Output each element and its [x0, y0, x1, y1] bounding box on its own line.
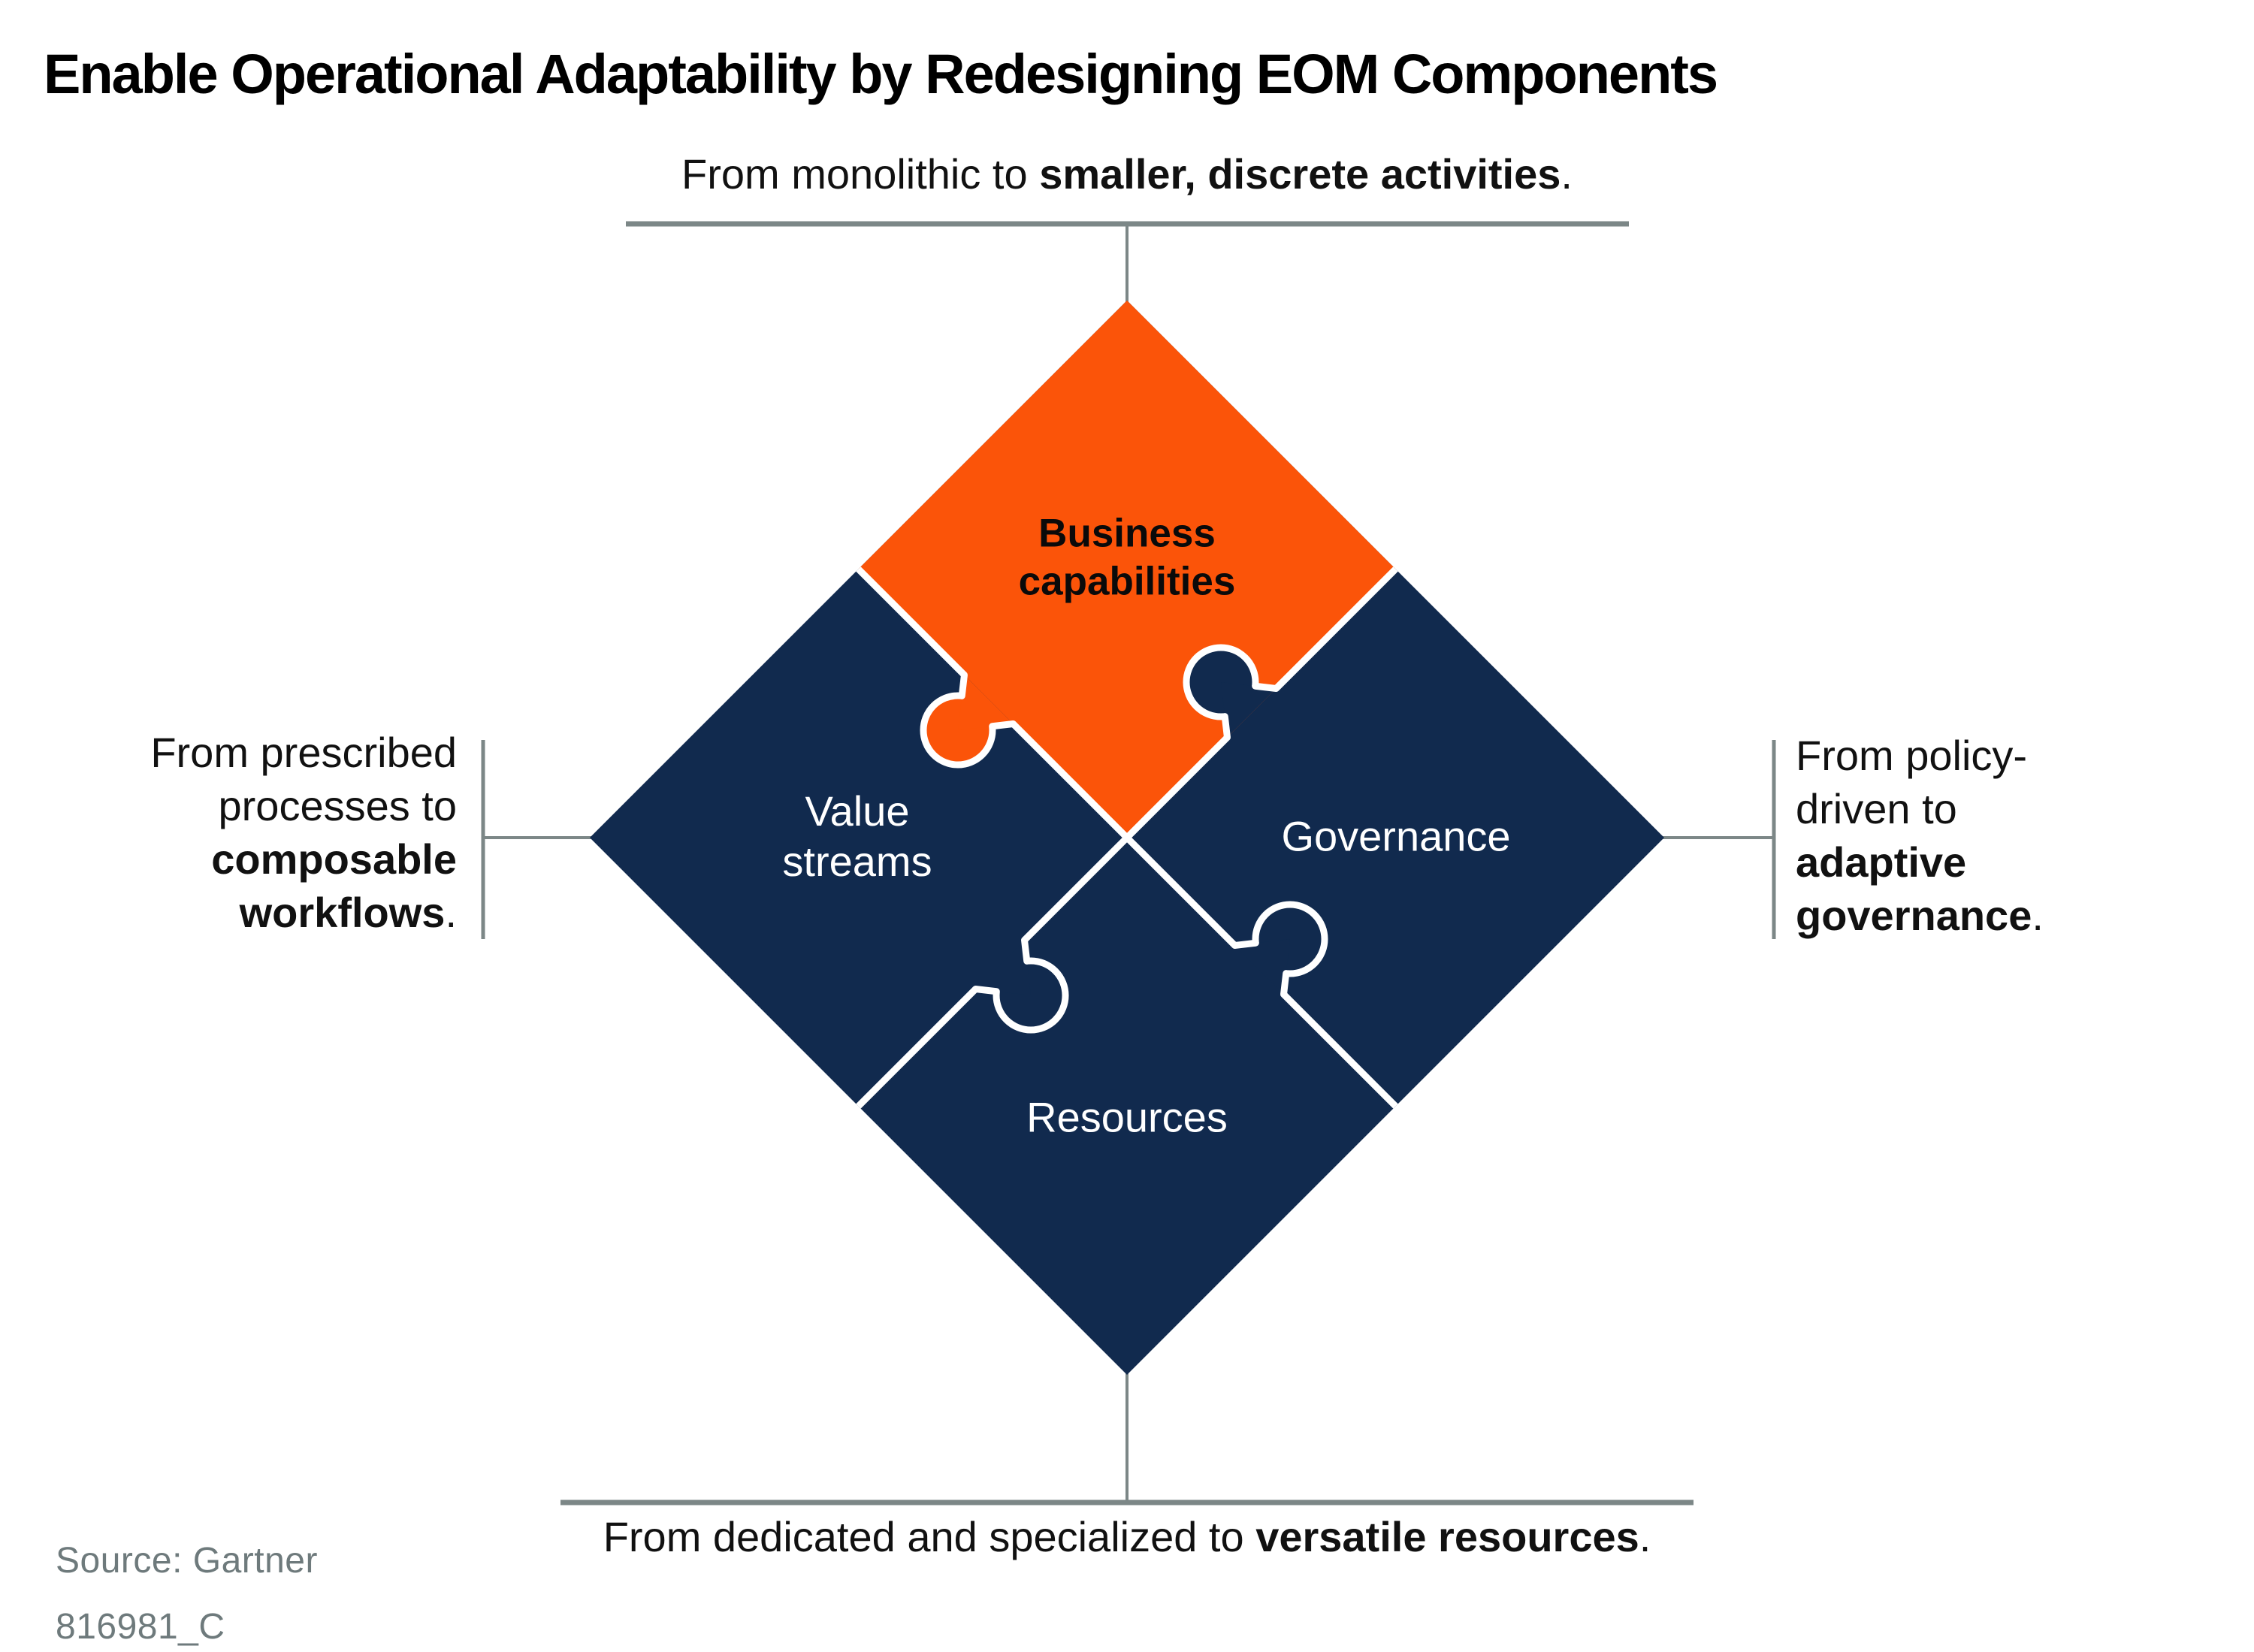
- cut-businesscap-governance-neck-edge: [1221, 713, 1231, 741]
- cut-governance-resources-line: [1124, 835, 1237, 948]
- puzzle-piece-business-capabilities: [858, 301, 1396, 838]
- cut-governance-resources-knob-neck: [1234, 938, 1291, 995]
- cut-businesscap-governance-knob-neck: [1220, 681, 1277, 738]
- page-title: Enable Operational Adaptability by Redes…: [44, 43, 1718, 105]
- caption-text: From policy-driven to: [1796, 731, 2028, 832]
- caption-text: .: [1561, 150, 1573, 198]
- caption-top: From monolithic to smaller, discrete act…: [681, 147, 1573, 201]
- cut-valuestreams-resources-knob-neck: [975, 940, 1032, 996]
- cut-governance-resources-line: [1281, 992, 1398, 1109]
- cut-businesscap-valuestreams-neck-edge: [989, 720, 1017, 730]
- cut-businesscap-governance-line: [1124, 735, 1230, 841]
- cut-businesscap-valuestreams-knob-neck: [957, 675, 1014, 731]
- caption-bottom: From dedicated and specialized to versat…: [603, 1510, 1651, 1563]
- document-id: 816981_C: [56, 1607, 225, 1647]
- cut-businesscap-valuestreams-line: [1011, 721, 1130, 841]
- cut-valuestreams-resources-neck-edge: [1021, 936, 1031, 965]
- caption-text: From dedicated and specialized to: [603, 1513, 1256, 1560]
- caption-text: .: [445, 889, 457, 937]
- cut-valuestreams-resources-line: [1022, 835, 1130, 943]
- cut-governance-resources-neck-edge: [1280, 970, 1290, 998]
- caption-text: From prescribed processes to: [150, 728, 457, 829]
- caption-emphasis: composable workflows: [211, 835, 457, 937]
- caption-emphasis: versatile resources: [1255, 1513, 1639, 1560]
- puzzle-label-business-capabilities: Business capabilities: [1018, 511, 1236, 603]
- puzzle-label-resources: Resources: [1026, 1093, 1228, 1141]
- caption-emphasis: adaptive governance: [1796, 838, 2032, 940]
- cut-valuestreams-resources-neck-edge: [971, 986, 1000, 995]
- puzzle-label-governance: Governance: [1281, 812, 1511, 860]
- caption-text: From monolithic to: [681, 150, 1040, 198]
- caption-left: From prescribed processes to composable …: [117, 726, 457, 939]
- cut-governance-resources-neck-edge: [1231, 939, 1259, 949]
- cut-businesscap-governance-neck-edge: [1252, 682, 1280, 692]
- source-credit: Source: Gartner: [56, 1541, 318, 1581]
- caption-text: .: [1639, 1513, 1651, 1560]
- puzzle-label-value-streams: Value streams: [782, 787, 932, 885]
- cut-businesscap-valuestreams-neck-edge: [958, 671, 968, 699]
- caption-text: .: [2032, 892, 2044, 940]
- cut-businesscap-governance-line: [1274, 566, 1398, 691]
- caption-emphasis: smaller, discrete activities: [1039, 150, 1561, 198]
- caption-right: From policy-driven to adaptive governanc…: [1796, 729, 2119, 942]
- cut-valuestreams-resources-line: [856, 986, 978, 1109]
- cut-businesscap-valuestreams-line: [856, 566, 967, 678]
